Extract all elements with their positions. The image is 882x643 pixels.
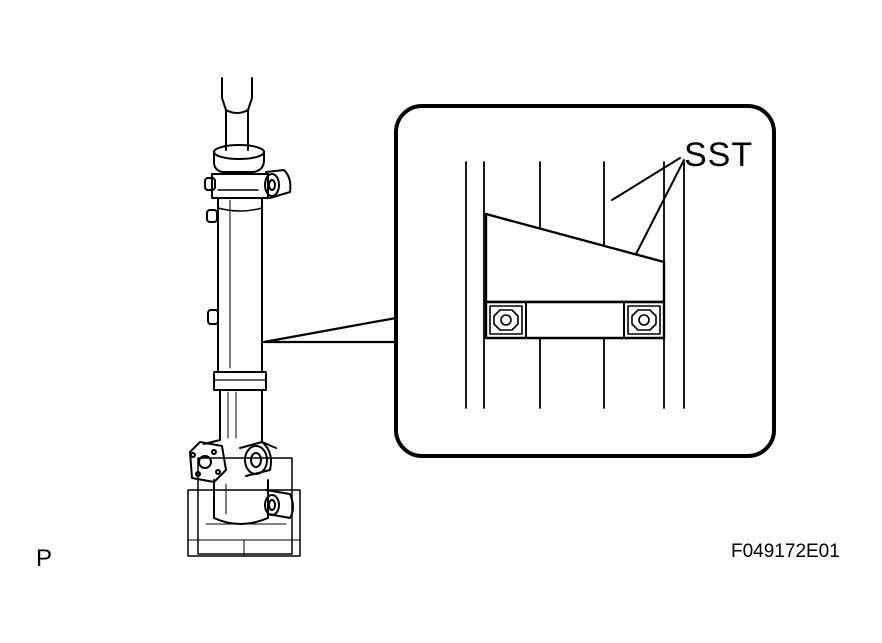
tube-collar xyxy=(213,371,267,391)
corner-mark-label: P xyxy=(36,545,52,572)
sst-label: SST xyxy=(684,136,753,174)
upper-housing xyxy=(213,151,265,173)
bearing-cross-section xyxy=(484,300,666,340)
left-bearing xyxy=(489,305,523,335)
callout-leader xyxy=(262,316,398,344)
lower-right-port xyxy=(239,441,272,477)
detail-view xyxy=(394,104,776,458)
steering-column-assembly xyxy=(187,77,301,557)
upper-mount-boss xyxy=(264,169,292,199)
input-shaft xyxy=(221,77,253,151)
lower-mount-boss xyxy=(264,489,294,519)
main-tube xyxy=(217,197,263,373)
sst-leader-lines xyxy=(611,157,685,255)
lower-left-flange xyxy=(189,441,227,483)
right-bearing xyxy=(627,305,661,335)
vise-block xyxy=(187,457,301,557)
lower-housing xyxy=(203,389,277,449)
figure-code-label: F049172E01 xyxy=(731,541,840,562)
